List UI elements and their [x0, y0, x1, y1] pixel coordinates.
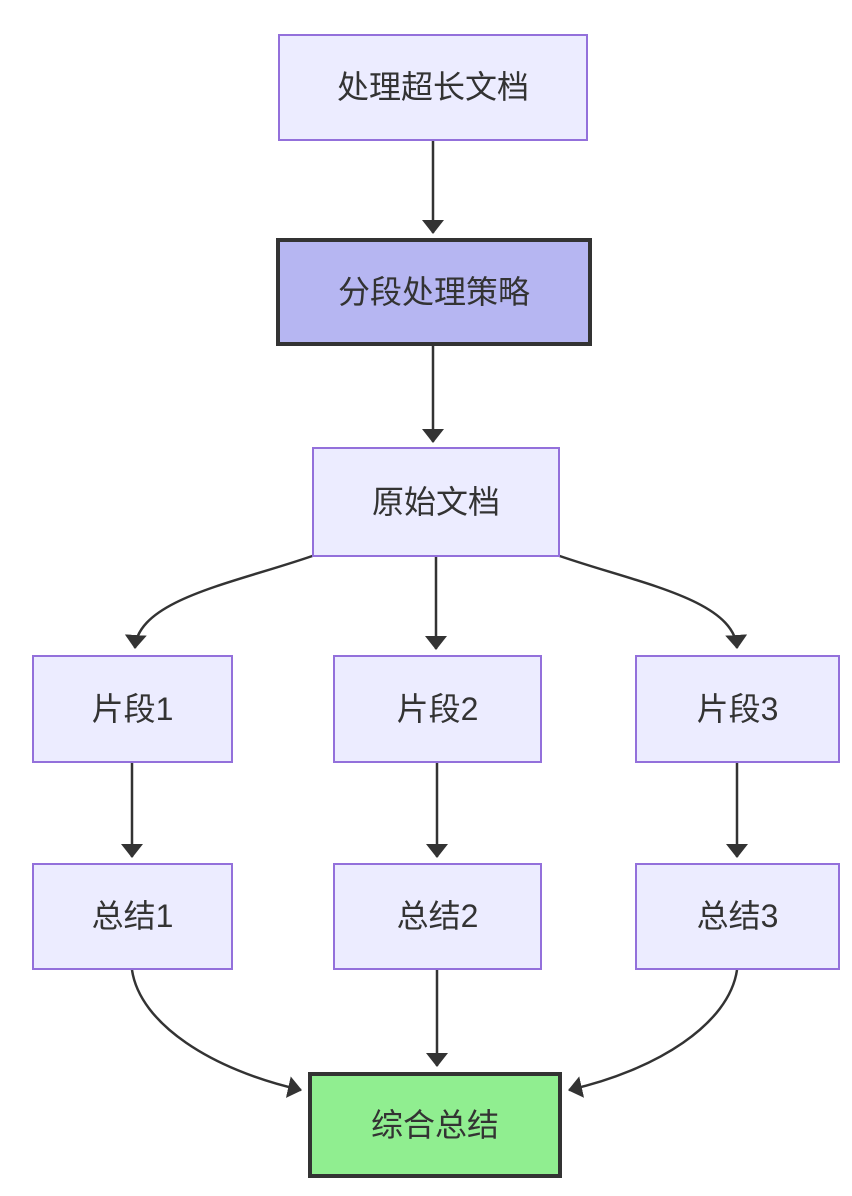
node-label: 综合总结: [370, 1106, 499, 1143]
node-label: 总结3: [696, 898, 779, 935]
node-label: 处理超长文档: [336, 69, 529, 106]
node-summary-1: 总结1: [32, 863, 233, 970]
edge-summary3-to-final: [568, 969, 739, 1098]
node-summary-2: 总结2: [333, 863, 542, 970]
node-label: 分段处理策略: [337, 273, 530, 310]
edge-summary1-to-final: [130, 969, 302, 1098]
node-label: 片段2: [396, 690, 479, 727]
node-label: 总结2: [396, 898, 479, 935]
node-segmentation-strategy: 分段处理策略: [276, 238, 592, 346]
node-label: 原始文档: [371, 483, 500, 520]
node-fragment-2: 片段2: [333, 655, 542, 763]
node-label: 片段1: [91, 690, 174, 727]
node-fragment-3: 片段3: [635, 655, 840, 763]
edge-original-to-fragment3: [553, 552, 748, 649]
node-fragment-1: 片段1: [32, 655, 233, 763]
edge-original-to-fragment1: [124, 552, 319, 649]
node-summary-3: 总结3: [635, 863, 840, 970]
node-label: 片段3: [696, 690, 779, 727]
node-process-long-document: 处理超长文档: [278, 34, 588, 141]
node-final-summary: 综合总结: [308, 1072, 562, 1178]
node-original-document: 原始文档: [312, 447, 560, 557]
node-label: 总结1: [91, 898, 174, 935]
